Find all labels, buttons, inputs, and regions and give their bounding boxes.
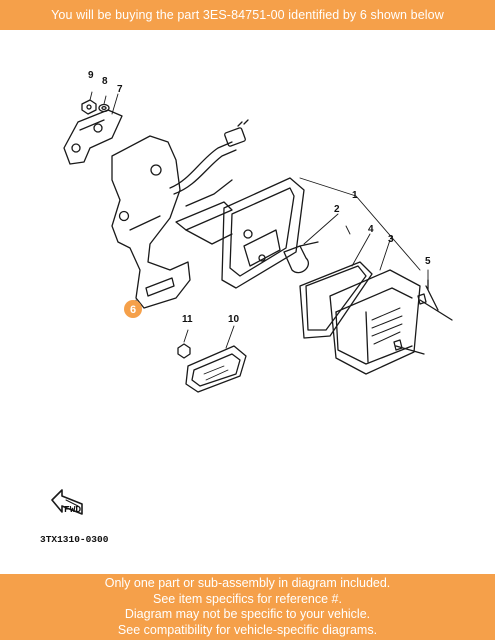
bottom-banner: Only one part or sub-assembly in diagram… bbox=[0, 574, 495, 640]
screw-part-5 bbox=[393, 279, 453, 355]
callout-10: 10 bbox=[228, 314, 240, 325]
parts-diagram: 9 8 7 1 2 4 3 5 11 10 6 FWD 3TX1310-0300 bbox=[0, 30, 495, 574]
callout-11: 11 bbox=[182, 314, 193, 325]
reflector-part-10 bbox=[185, 345, 247, 393]
disclaimer-line-2: See item specifics for reference #. bbox=[153, 591, 342, 606]
forward-arrow-icon bbox=[51, 489, 83, 515]
bracket-part-7 bbox=[63, 109, 123, 165]
diagram-code: 3TX1310-0300 bbox=[40, 534, 109, 545]
highlighted-callout-6: 6 bbox=[124, 300, 142, 318]
callout-leaders bbox=[89, 91, 429, 349]
gasket-part-4 bbox=[299, 261, 373, 339]
disclaimer-line-3: Diagram may not be specific to your vehi… bbox=[124, 607, 371, 621]
exploded-view-drawing: 9 8 7 1 2 4 3 5 11 10 6 FWD 3TX1310-0300 bbox=[40, 70, 453, 545]
bulb-part-2 bbox=[283, 241, 319, 274]
callout-1: 1 bbox=[352, 190, 358, 201]
lens-part-3 bbox=[329, 269, 421, 375]
callout-9: 9 bbox=[88, 70, 94, 81]
lamp-housing bbox=[175, 177, 305, 289]
disclaimer-line-1: Only one part or sub-assembly in diagram… bbox=[104, 576, 391, 590]
callout-2: 2 bbox=[334, 204, 340, 215]
nut-part-9 bbox=[81, 99, 97, 115]
top-banner: You will be buying the part 3ES-84751-00… bbox=[0, 0, 495, 30]
part-description: You will be buying the part 3ES-84751-00… bbox=[51, 8, 444, 22]
bracket-part-6 bbox=[111, 135, 191, 309]
wire-harness bbox=[169, 119, 249, 207]
callout-8: 8 bbox=[102, 76, 108, 87]
forward-arrow-label: FWD bbox=[64, 504, 81, 515]
highlighted-ref-number: 6 bbox=[130, 304, 136, 316]
nut-part-11 bbox=[177, 343, 191, 359]
callout-3: 3 bbox=[388, 234, 394, 245]
washer-part-8 bbox=[98, 103, 110, 113]
assembly-bracket-line bbox=[299, 177, 421, 271]
disclaimer-line-4: See compatibility for vehicle-specific d… bbox=[117, 622, 378, 637]
callout-4: 4 bbox=[368, 224, 374, 235]
callout-7: 7 bbox=[117, 84, 123, 95]
highlight-circle bbox=[124, 300, 142, 318]
callout-5: 5 bbox=[425, 256, 431, 267]
